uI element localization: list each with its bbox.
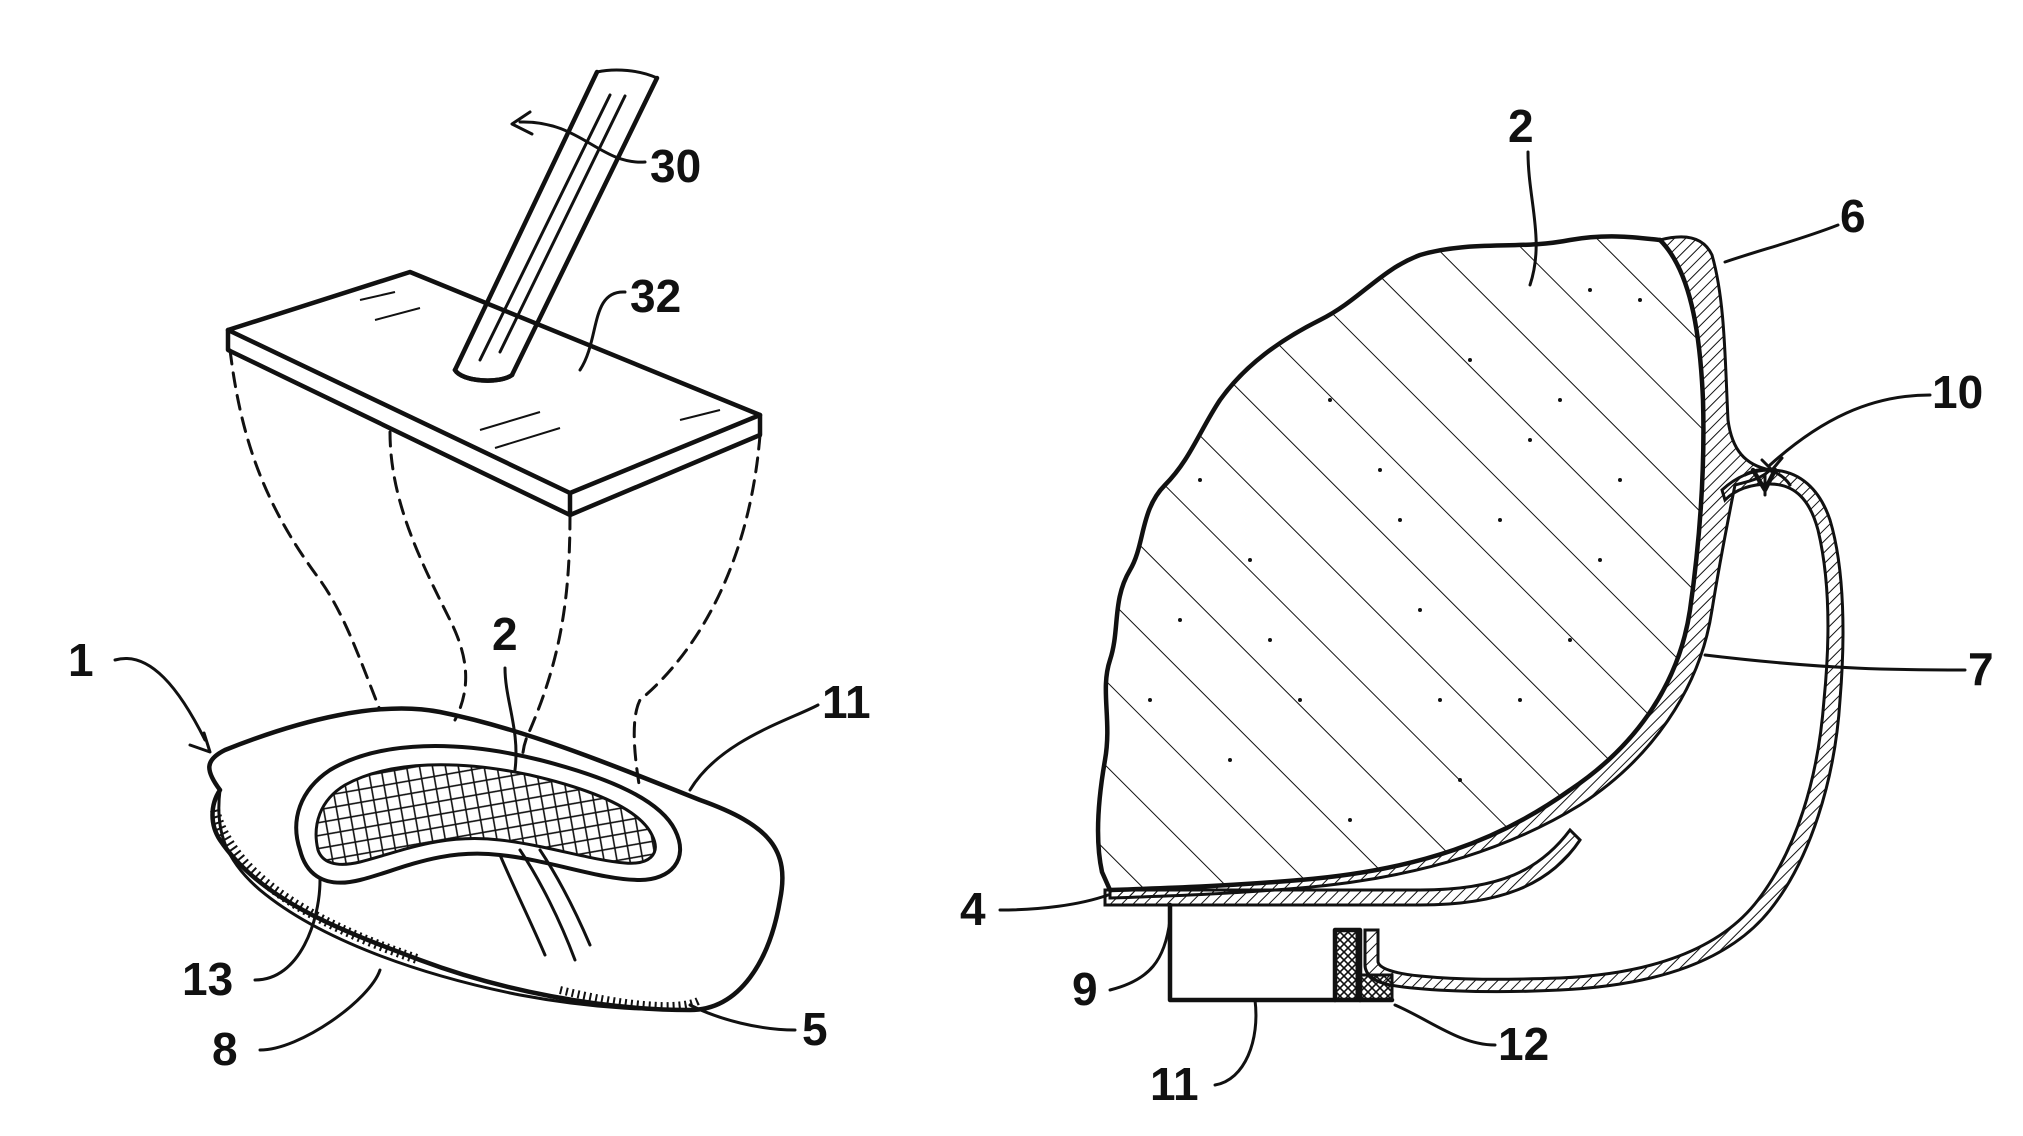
label-11-right: 11 xyxy=(1150,1058,1199,1110)
label-2-left: 2 xyxy=(492,608,518,660)
label-5: 5 xyxy=(802,1003,828,1055)
label-12: 12 xyxy=(1498,1018,1549,1070)
left-figure: 1 30 32 2 11 13 8 5 xyxy=(68,70,871,1075)
port-assembly xyxy=(1110,905,1392,1000)
label-8: 8 xyxy=(212,1023,238,1075)
label-2-right: 2 xyxy=(1508,100,1534,152)
label-6: 6 xyxy=(1840,190,1866,242)
mesh-pouch xyxy=(209,708,782,1010)
label-1: 1 xyxy=(68,634,94,686)
label-10: 10 xyxy=(1932,366,1983,418)
label-9: 9 xyxy=(1072,963,1098,1015)
label-7: 7 xyxy=(1968,643,1994,695)
right-figure: 2 6 10 7 4 9 11 12 xyxy=(960,100,1994,1110)
label-13: 13 xyxy=(182,953,233,1005)
body-section-2 xyxy=(1090,230,1730,910)
label-11-left: 11 xyxy=(822,676,871,728)
label-30: 30 xyxy=(650,140,701,192)
left-leaders xyxy=(115,112,818,1050)
label-4: 4 xyxy=(960,883,986,935)
label-32: 32 xyxy=(630,270,681,322)
